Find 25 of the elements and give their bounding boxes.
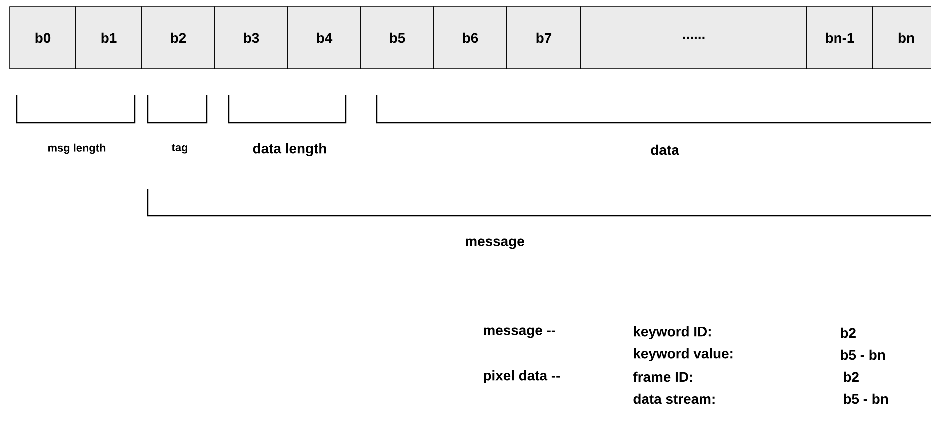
- bracket-label: data length: [253, 143, 326, 157]
- byte-cell: b5: [360, 6, 434, 70]
- note-text: frame ID:: [633, 372, 692, 382]
- note-text: b2: [841, 328, 856, 338]
- byte-cell: bn: [872, 6, 931, 70]
- bracket-label: tag: [172, 144, 188, 154]
- byte-cell: b7: [506, 6, 582, 70]
- note-text: b5 - bn: [844, 394, 888, 404]
- byte-cell: b3: [214, 6, 288, 70]
- note-text: b5 - bn: [841, 350, 886, 360]
- byte-cell: b0: [10, 6, 76, 70]
- note-text: b2: [844, 372, 859, 382]
- byte-cell: b2: [142, 6, 216, 70]
- byte-cell: b1: [76, 6, 142, 70]
- bracket-label: message: [466, 238, 524, 250]
- note-text: pixel data --: [484, 370, 560, 384]
- note-text: message --: [484, 328, 556, 338]
- note-text: data stream:: [634, 394, 715, 404]
- note-text: keyword value:: [634, 348, 733, 362]
- byte-cell: bn-1: [806, 6, 874, 70]
- bracket-label: msg length: [48, 144, 106, 154]
- byte-cell: b4: [288, 6, 362, 70]
- bracket-label: data: [651, 144, 680, 156]
- note-text: keyword ID:: [634, 326, 711, 340]
- byte-cell: b6: [434, 6, 508, 70]
